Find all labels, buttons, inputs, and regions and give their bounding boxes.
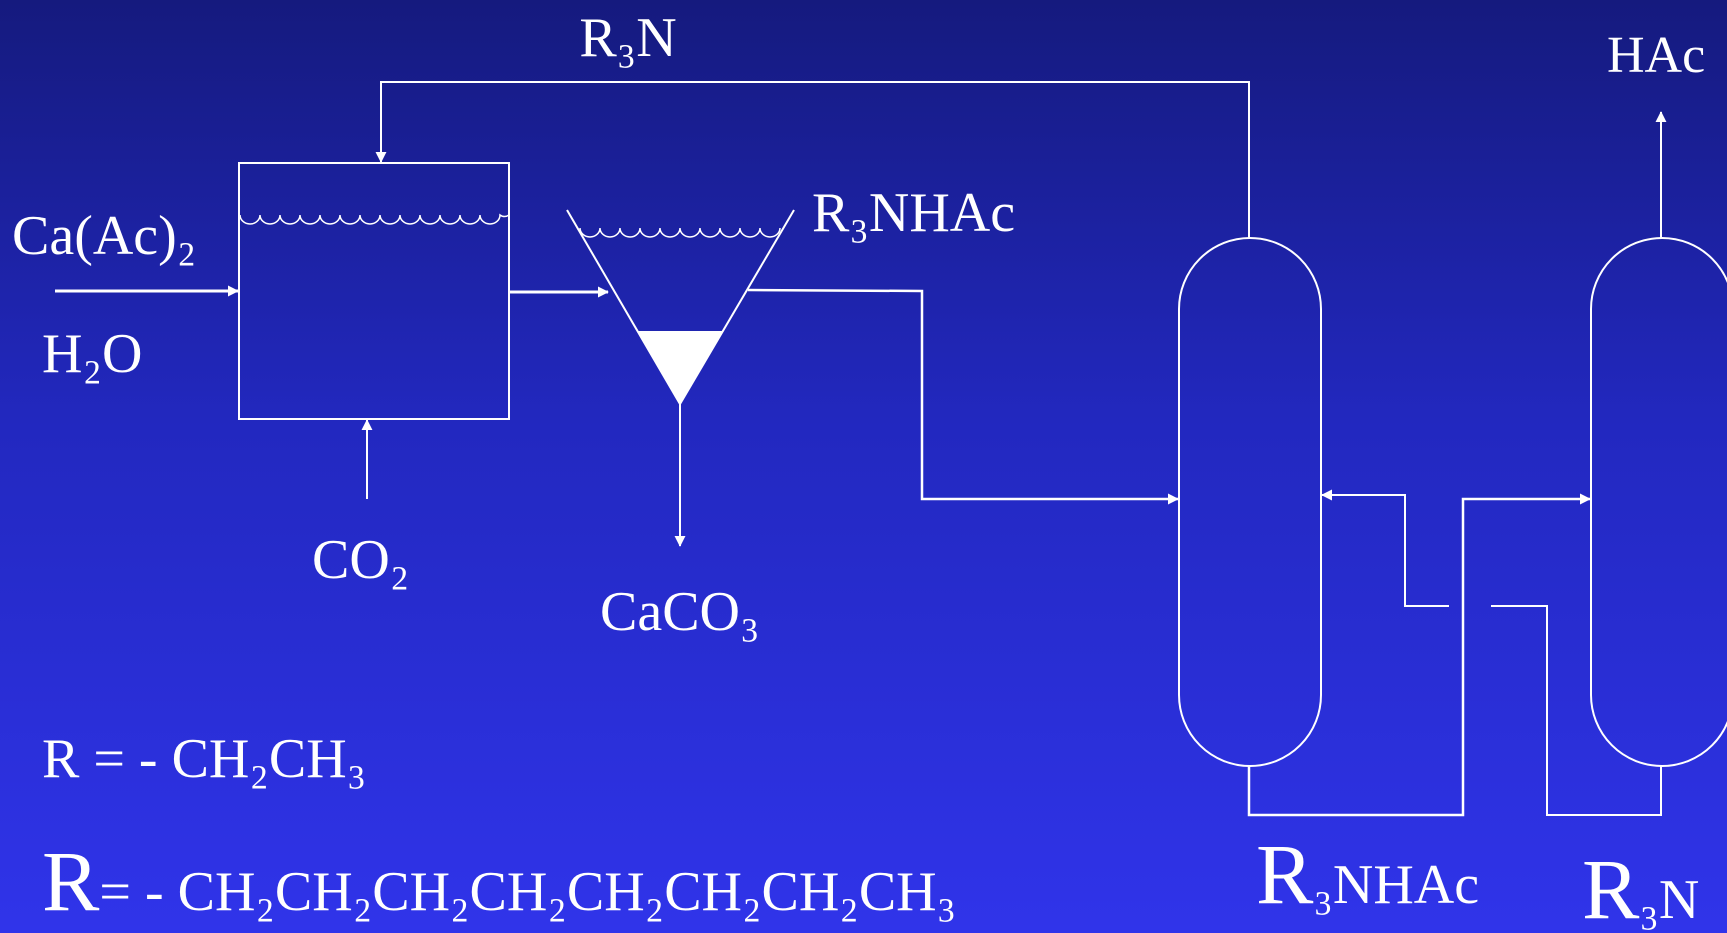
label-r-definition-octyl-r: R — [42, 833, 100, 929]
column-1-side-return-line — [1321, 489, 1449, 607]
column-1-bottoms-to-column-2-line — [1247, 493, 1591, 817]
label-r-definition-ethyl: R = - CH₂CH₃ — [42, 728, 366, 790]
reactor-tank — [238, 162, 510, 420]
label-r3nhac-bottom: R₃NHAc — [1256, 826, 1479, 922]
settler-precipitate — [638, 331, 723, 404]
label-r3n-bottom: R₃N — [1582, 841, 1699, 933]
label-caco3: CaCO₃ — [600, 581, 760, 643]
label-r3n-bottom-rest: ₃N — [1639, 869, 1699, 931]
label-ca-ac2-feed: Ca(Ac)₂ — [12, 205, 196, 267]
distillation-column-2 — [1590, 237, 1727, 767]
label-r-definition-octyl-chain: = - CH₂CH₂CH₂CH₂CH₂CH₂CH₂CH₃ — [99, 861, 956, 923]
label-h2o-feed: H₂O — [42, 323, 142, 385]
distillation-column-1 — [1178, 237, 1322, 767]
label-r3nhac-bottom-r: R — [1256, 826, 1314, 922]
settler-to-column-1-line — [747, 288, 1179, 505]
label-co2: CO₂ — [312, 529, 409, 591]
settler-left-wall — [566, 209, 681, 405]
settler-liquid-surface — [579, 227, 781, 238]
label-r3nhac-upper: R₃NHAc — [812, 182, 1015, 244]
label-hac-top: HAc — [1607, 27, 1705, 84]
label-r3n-top: R₃N — [579, 7, 676, 69]
label-r-definition-octyl: R= - CH₂CH₂CH₂CH₂CH₂CH₂CH₂CH₃ — [42, 833, 956, 929]
column-2-bottoms-return-line — [1491, 605, 1662, 816]
label-r3n-bottom-r: R — [1582, 841, 1640, 933]
reactor-liquid-surface — [239, 213, 510, 225]
label-r3nhac-bottom-rest: ₃NHAc — [1313, 854, 1479, 916]
r3n-recycle-line — [375, 81, 1250, 238]
